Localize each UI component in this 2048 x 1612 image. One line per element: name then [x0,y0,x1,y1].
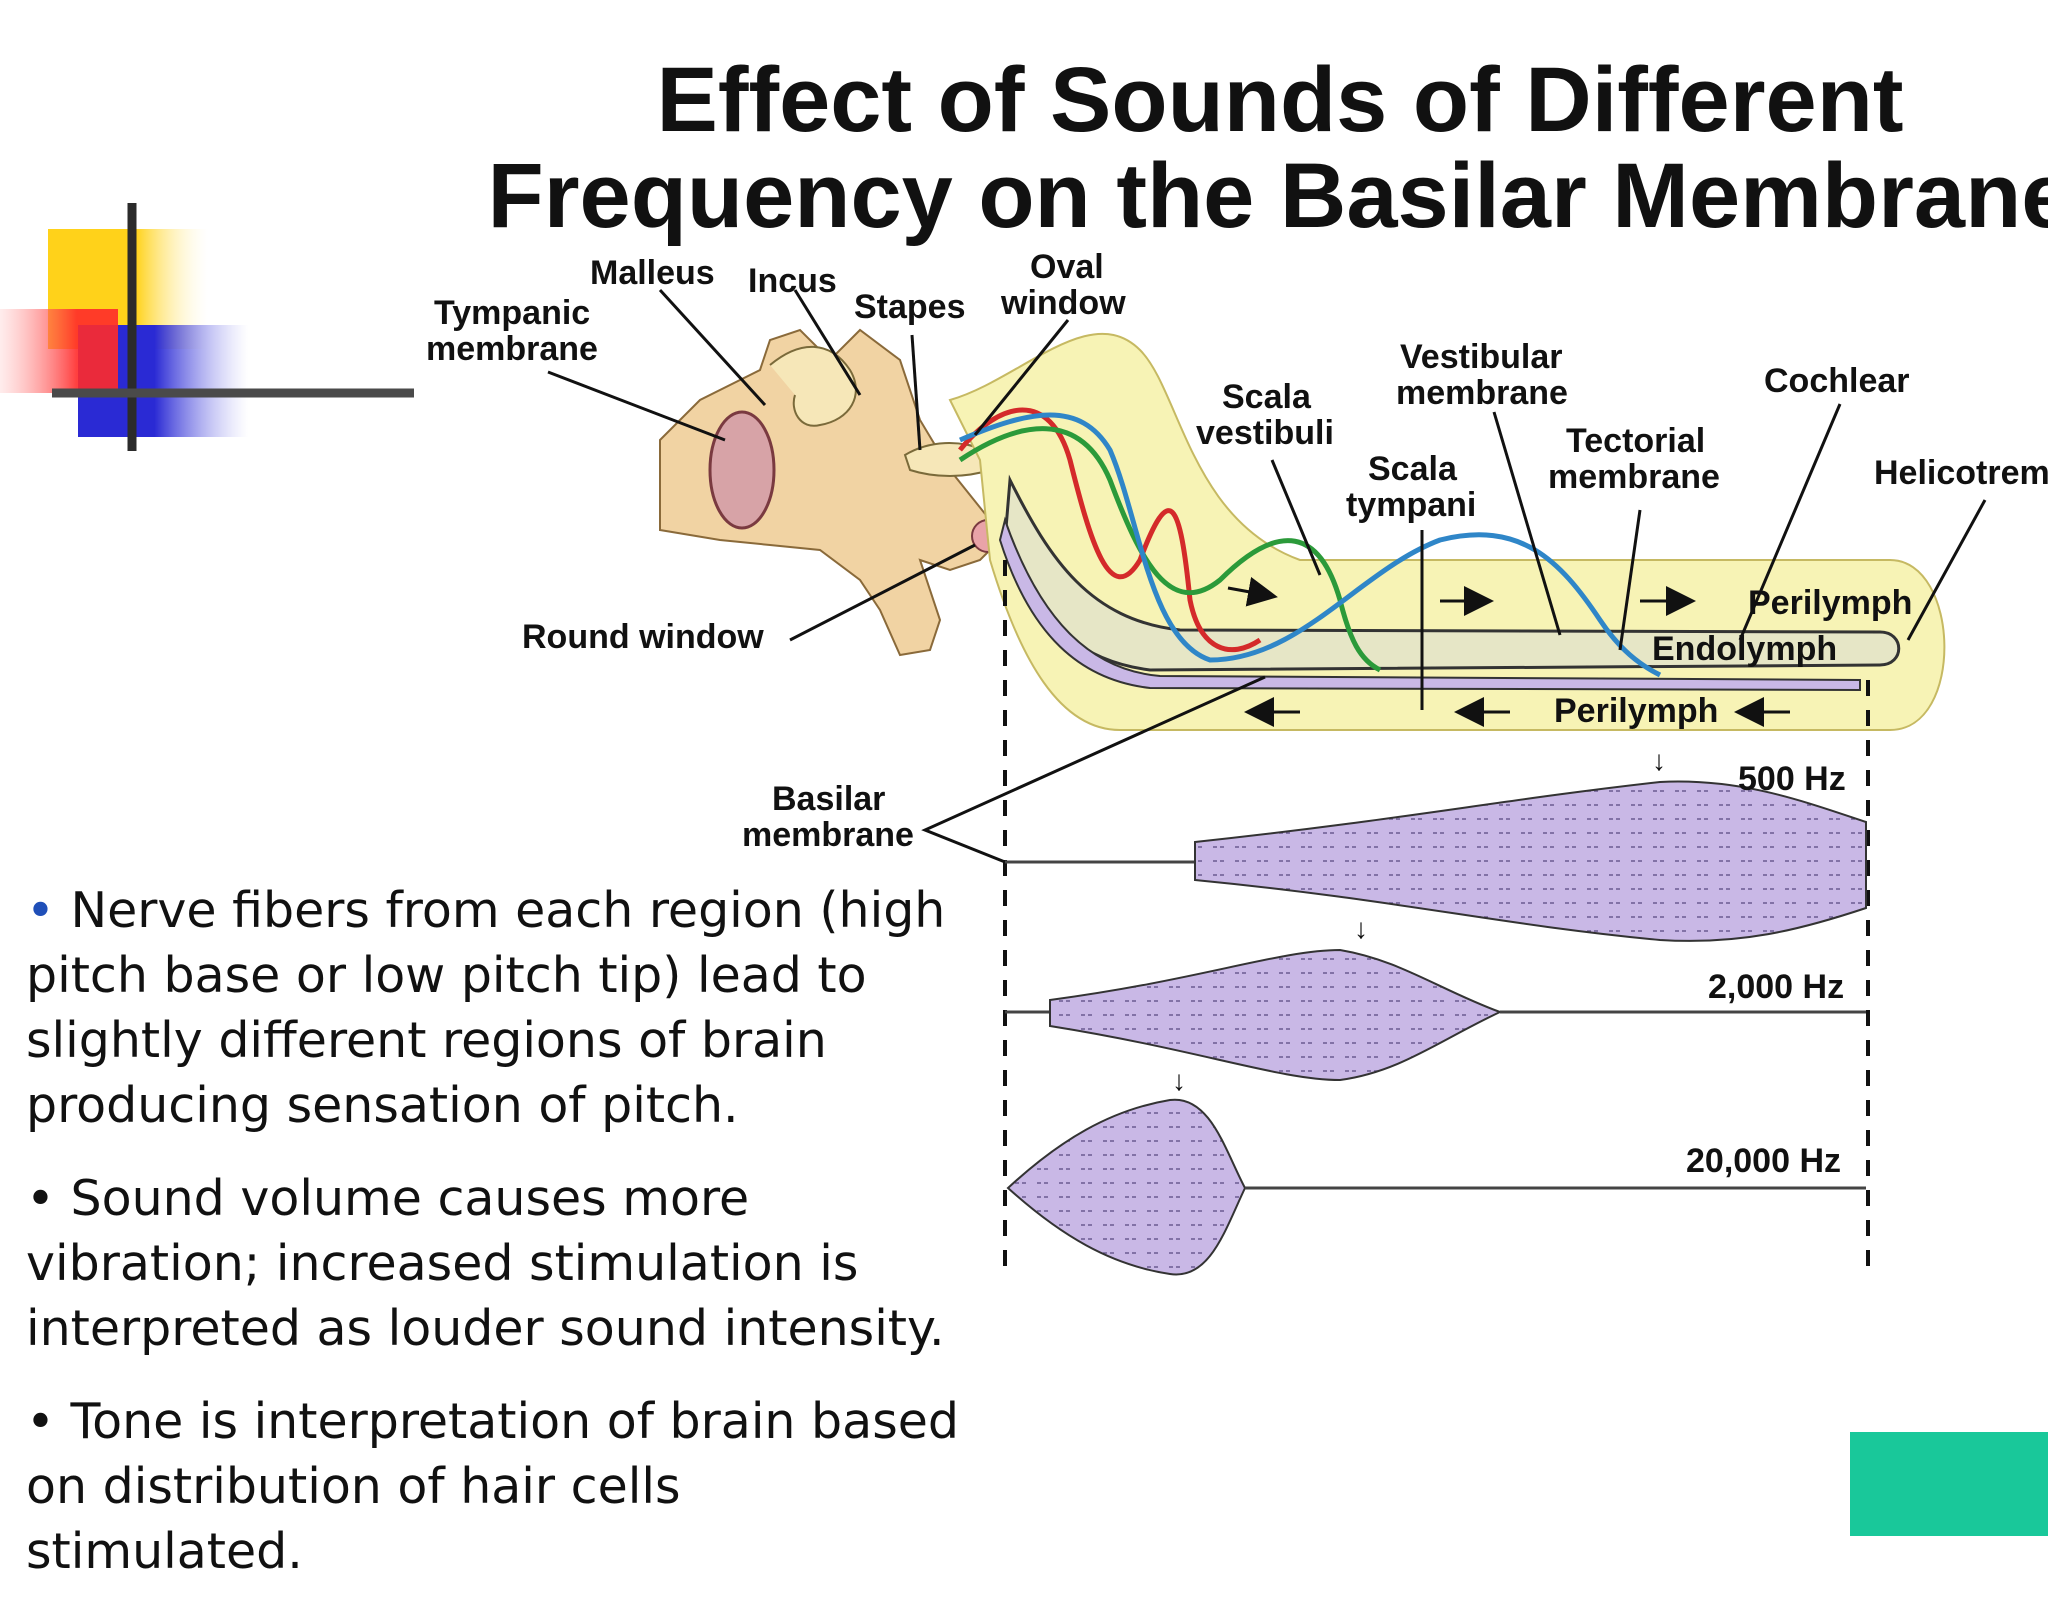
label-oval-window-1: Oval [1030,248,1104,286]
leader-tympanic [547,370,726,442]
envelope-2000hz [1049,948,1503,1082]
label-oval-window-2: window [1000,284,1126,322]
malleus-incus-shape [769,345,857,427]
label-basilar-1: Basilar [772,780,885,818]
label-vestibular-2: membrane [1396,374,1568,412]
envelope-500hz [1194,780,1867,942]
tympanic-membrane-shape [708,410,776,530]
label-tectorial-1: Tectorial [1566,422,1705,460]
bullet-text: Nerve fibers from each region (high pitc… [26,882,946,1134]
label-tectorial-2: membrane [1548,458,1720,496]
label-incus: Incus [748,262,837,300]
wave-blue-500hz [959,412,1662,678]
label-scala-tympani-2: tympani [1346,486,1476,524]
bullet-glyph: • [26,1170,55,1227]
freq-label-500hz: 500 Hz [1738,760,1846,798]
bullet-text: Sound volume causes more vibration; incr… [26,1170,945,1357]
bullet-glyph: • [26,1393,55,1450]
basilar-membrane-diagram: Malleus Incus Stapes Oval window Tympani… [426,248,2048,1280]
leader-cochlear [1738,403,1842,641]
bullet-item-2: • Sound volume causes more vibration; in… [26,1166,966,1361]
freq-label-20000hz: 20,000 Hz [1686,1142,1841,1180]
leader-vestibular [1492,411,1562,636]
label-endolymph: Endolymph [1652,630,1837,668]
decorative-squares-logo [0,203,414,451]
label-helicotrema: Helicotrema [1874,454,2048,492]
leader-oval-window [973,319,1070,436]
flow-arrow-upper-1 [1227,576,1278,607]
arrow-marker-2000hz: ↓ [1354,913,1368,944]
label-scala-vestibuli-2: vestibuli [1196,414,1334,452]
leader-basilar [921,675,1266,864]
freq-label-2000hz: 2,000 Hz [1708,968,1844,1006]
arrow-marker-20000hz: ↓ [1172,1065,1186,1096]
bullet-text: Tone is interpretation of brain based on… [26,1393,959,1580]
label-perilymph-bottom: Perilymph [1554,692,1718,730]
leader-scala-vestibuli [1270,459,1322,576]
label-scala-vestibuli-1: Scala [1222,378,1312,416]
arrow-marker-500hz: ↓ [1652,745,1666,776]
logo-red-square [0,309,118,393]
leader-stapes [910,334,922,451]
label-stapes: Stapes [854,288,966,326]
wave-green-2000hz [958,426,1382,673]
label-cochlear: Cochlear [1764,362,1910,400]
bullet-glyph: • [26,882,55,939]
leader-malleus [658,288,767,407]
leader-helicotrema [1906,499,1987,641]
bullet-list: • Nerve fibers from each region (high pi… [26,878,966,1612]
label-round-window: Round window [522,618,764,656]
leader-tectorial [1618,509,1642,651]
label-tympanic-2: membrane [426,330,598,368]
leader-incus [793,289,862,396]
basilar-membrane-band [998,516,1861,692]
label-basilar-2: membrane [742,816,914,854]
slide-title: Effect of Sounds of Different Frequency … [430,52,2048,244]
label-perilymph-top: Perilymph [1748,584,1912,622]
slide-title-line-2: Frequency on the Basilar Membrane [487,145,2048,247]
bullet-item-3: • Tone is interpretation of brain based … [26,1389,966,1584]
slide-title-line-1: Effect of Sounds of Different [656,49,1904,151]
label-vestibular-1: Vestibular [1400,338,1563,376]
envelope-20000hz [1006,1098,1247,1276]
label-tympanic-1: Tympanic [434,294,590,332]
label-malleus: Malleus [590,254,715,292]
bullet-item-1: • Nerve fibers from each region (high pi… [26,878,966,1138]
corner-accent-box [1850,1432,2048,1536]
label-scala-tympani-1: Scala [1368,450,1458,488]
leader-round-window [789,543,976,642]
